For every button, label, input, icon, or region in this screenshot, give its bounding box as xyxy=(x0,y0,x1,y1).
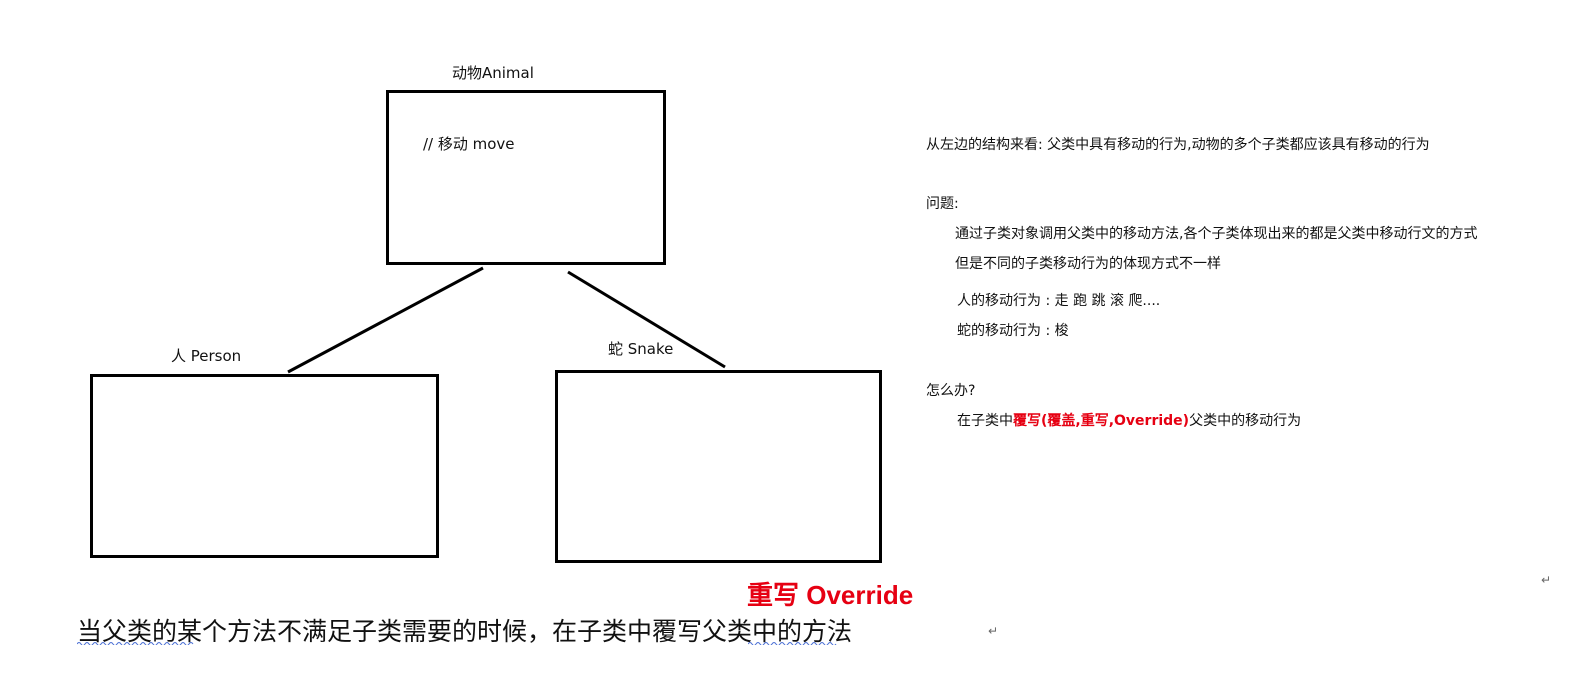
solution-prefix: 在子类中 xyxy=(957,413,1013,429)
observation-text: 从左边的结构来看: 父类中具有移动的行为,动物的多个子类都应该具有移动的行为 xyxy=(926,137,1430,153)
snake-class-box xyxy=(555,370,882,563)
solution-suffix: 父类中的移动行为 xyxy=(1189,413,1302,429)
problem-line-2: 但是不同的子类移动行为的体现方式不一样 xyxy=(955,256,1221,272)
solution-text: 在子类中覆写(覆盖,重写,Override)父类中的移动行为 xyxy=(957,410,1301,430)
override-heading: 重写 Override xyxy=(747,580,914,610)
animal-class-box: // 移动 move xyxy=(386,90,666,265)
animal-class-title: 动物Animal xyxy=(452,64,534,82)
spellcheck-underline-1 xyxy=(77,642,194,645)
connector-animal-person xyxy=(287,266,484,374)
spellcheck-underline-2 xyxy=(748,642,837,645)
footer-sentence: 当父类的某个方法不满足子类需要的时候，在子类中覆写父类中的方法 xyxy=(77,617,853,646)
paragraph-mark-icon: ↵ xyxy=(1541,573,1552,587)
footer-paragraph-mark-icon: ↵ xyxy=(988,624,999,638)
problem-line-1: 通过子类对象调用父类中的移动方法,各个子类体现出来的都是父类中移动行文的方式 xyxy=(955,226,1478,242)
solution-heading: 怎么办? xyxy=(926,383,976,399)
person-class-title: 人 Person xyxy=(171,347,242,365)
animal-move-comment: // 移动 move xyxy=(423,135,515,153)
problem-heading: 问题: xyxy=(926,196,959,212)
person-class-box xyxy=(90,374,439,558)
snake-move-text: 蛇的移动行为 : 梭 xyxy=(957,323,1069,339)
connector-animal-snake xyxy=(567,270,726,369)
solution-highlight: 覆写(覆盖,重写,Override) xyxy=(1013,413,1190,429)
person-move-text: 人的移动行为 : 走 跑 跳 滚 爬.... xyxy=(957,293,1161,309)
snake-class-title: 蛇 Snake xyxy=(608,340,674,358)
